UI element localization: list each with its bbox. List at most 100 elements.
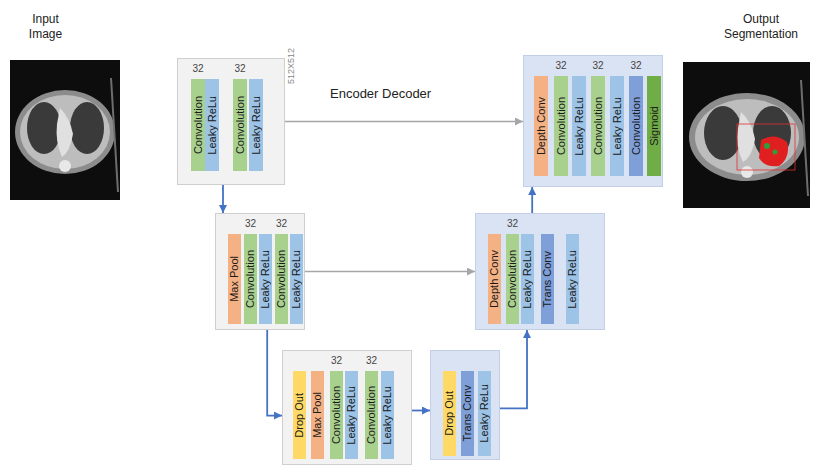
image-caption: Output Segmentation [712, 12, 810, 42]
mask-spot [764, 143, 770, 149]
chest-wall [20, 95, 110, 169]
layer-bar: Leaky ReLu [521, 234, 534, 324]
scan-table [801, 80, 808, 196]
layer-name: Max Pool [312, 392, 323, 438]
ct-output-segmentation [683, 62, 810, 208]
layer-bar: Sigmoid [647, 76, 661, 176]
layer-name: Leaky ReLu [479, 384, 490, 443]
channel-count: 32 [500, 219, 525, 229]
decoder-block: 32 32 32Depth Conv Convolution Leaky ReLu Con… [523, 55, 663, 187]
layer-bar: Leaky ReLu [572, 76, 586, 176]
layer-name: Convolution [193, 96, 204, 154]
flow-arrow [500, 330, 527, 408]
body-outline [689, 93, 805, 181]
layer-name: Trans Conv [542, 251, 553, 307]
layer-bar: Max Pool [311, 371, 324, 459]
layer-name: Sigmoid [649, 106, 660, 146]
layer-bar: Leaky ReLu [566, 234, 579, 324]
layer-bar: Convolution [244, 234, 257, 324]
scan-table [111, 78, 118, 192]
layer-name: Convolution [235, 96, 246, 154]
layer-bar: Leaky ReLu [478, 371, 491, 456]
layer-name: Convolution [507, 250, 518, 308]
layer-name: Convolution [276, 250, 287, 308]
spine [59, 160, 71, 172]
region-box [737, 124, 795, 170]
left-lung [704, 106, 742, 160]
layer-name: Leaky ReLu [346, 386, 357, 445]
layer-name: Leaky ReLu [207, 96, 218, 155]
layer-name: Leaky ReLu [574, 97, 585, 156]
layer-bar: Leaky ReLu [345, 371, 358, 459]
layer-bar: Leaky ReLu [381, 371, 394, 459]
layer-bar: Trans Conv [461, 371, 474, 456]
channel-count: 32 [548, 61, 574, 71]
layer-bar: Leaky ReLu [610, 76, 624, 176]
layer-name: Depth Conv [536, 97, 547, 155]
layer-bar: Max Pool [228, 234, 241, 324]
layer-name: Depth Conv [489, 250, 500, 308]
lesion-mask [759, 136, 788, 166]
mediastinum [57, 108, 73, 157]
chest-wall [695, 99, 799, 175]
layer-name: Max Pool [229, 256, 240, 302]
layer-bar: Trans Conv [541, 234, 554, 324]
layer-bar: Depth Conv [534, 76, 548, 176]
layer-name: Drop Out [444, 391, 455, 436]
scan-background [10, 60, 120, 200]
skip-connection [305, 271, 475, 273]
layer-bar: Convolution [554, 76, 568, 176]
channel-count: 32 [359, 356, 384, 366]
mediastinum [737, 112, 755, 162]
body-outline [15, 90, 115, 174]
decoder-block: 32Depth Conv Convolution Leaky ReLu Trans C… [475, 213, 605, 330]
encoder-block: 3232ConvolutionLeaky ReLuConvolutionLeak… [177, 58, 285, 185]
layer-name: Convolution [331, 386, 342, 444]
layer-name: Convolution [593, 97, 604, 155]
section-title: Encoder Decoder [330, 86, 450, 102]
layer-bar: Leaky ReLu [249, 79, 263, 171]
left-lung [27, 102, 61, 154]
layer-bar: Drop Out [443, 371, 456, 456]
mask-spot [773, 150, 778, 155]
layer-name: Leaky ReLu [260, 250, 271, 309]
layer-bar: Leaky ReLu [205, 79, 219, 171]
channel-count: 32 [585, 61, 611, 71]
layer-bar: Depth Conv [488, 234, 501, 324]
layer-name: Leaky ReLu [251, 96, 262, 155]
channel-count: 32 [269, 219, 294, 229]
layer-name: Leaky ReLu [522, 250, 533, 309]
layer-bar: Convolution [365, 371, 378, 459]
channel-count: 32 [227, 64, 253, 74]
layer-bar: Drop Out [293, 371, 306, 459]
flow-arrow [412, 410, 430, 412]
layer-bar: Convolution [191, 79, 205, 171]
skip-connection [285, 121, 523, 123]
channel-count: 32 [185, 64, 211, 74]
encoder-block: 3232Max PoolConvolutionLeaky ReLuConvolu… [215, 213, 305, 330]
decoder-block: Drop Out Trans Conv Leaky ReLu [430, 350, 500, 460]
image-size: 512X512 [287, 48, 296, 84]
layer-name: Drop Out [294, 393, 305, 438]
layer-name: Leaky ReLu [291, 250, 302, 309]
layer-name: Leaky ReLu [382, 386, 393, 445]
layer-bar: Convolution [629, 76, 643, 176]
flow-arrow [531, 187, 533, 213]
layer-bar: Convolution [275, 234, 288, 324]
spine [741, 166, 753, 178]
flow-arrow [267, 330, 282, 416]
scan-background [683, 62, 810, 208]
layer-name: Leaky ReLu [567, 250, 578, 309]
encoder-block: 32 32Drop Out Max Pool Convolution Leaky ReL… [282, 350, 412, 465]
channel-count: 32 [324, 356, 349, 366]
layer-name: Convolution [366, 386, 377, 444]
layer-name: Convolution [245, 250, 256, 308]
ct-input-image [10, 60, 120, 200]
channel-count: 32 [623, 61, 649, 71]
layer-bar: Convolution [506, 234, 519, 324]
layer-name: Trans Conv [462, 385, 473, 441]
layer-bar: Convolution [330, 371, 343, 459]
layer-bar: Convolution [233, 79, 247, 171]
layer-bar: Leaky ReLu [259, 234, 272, 324]
